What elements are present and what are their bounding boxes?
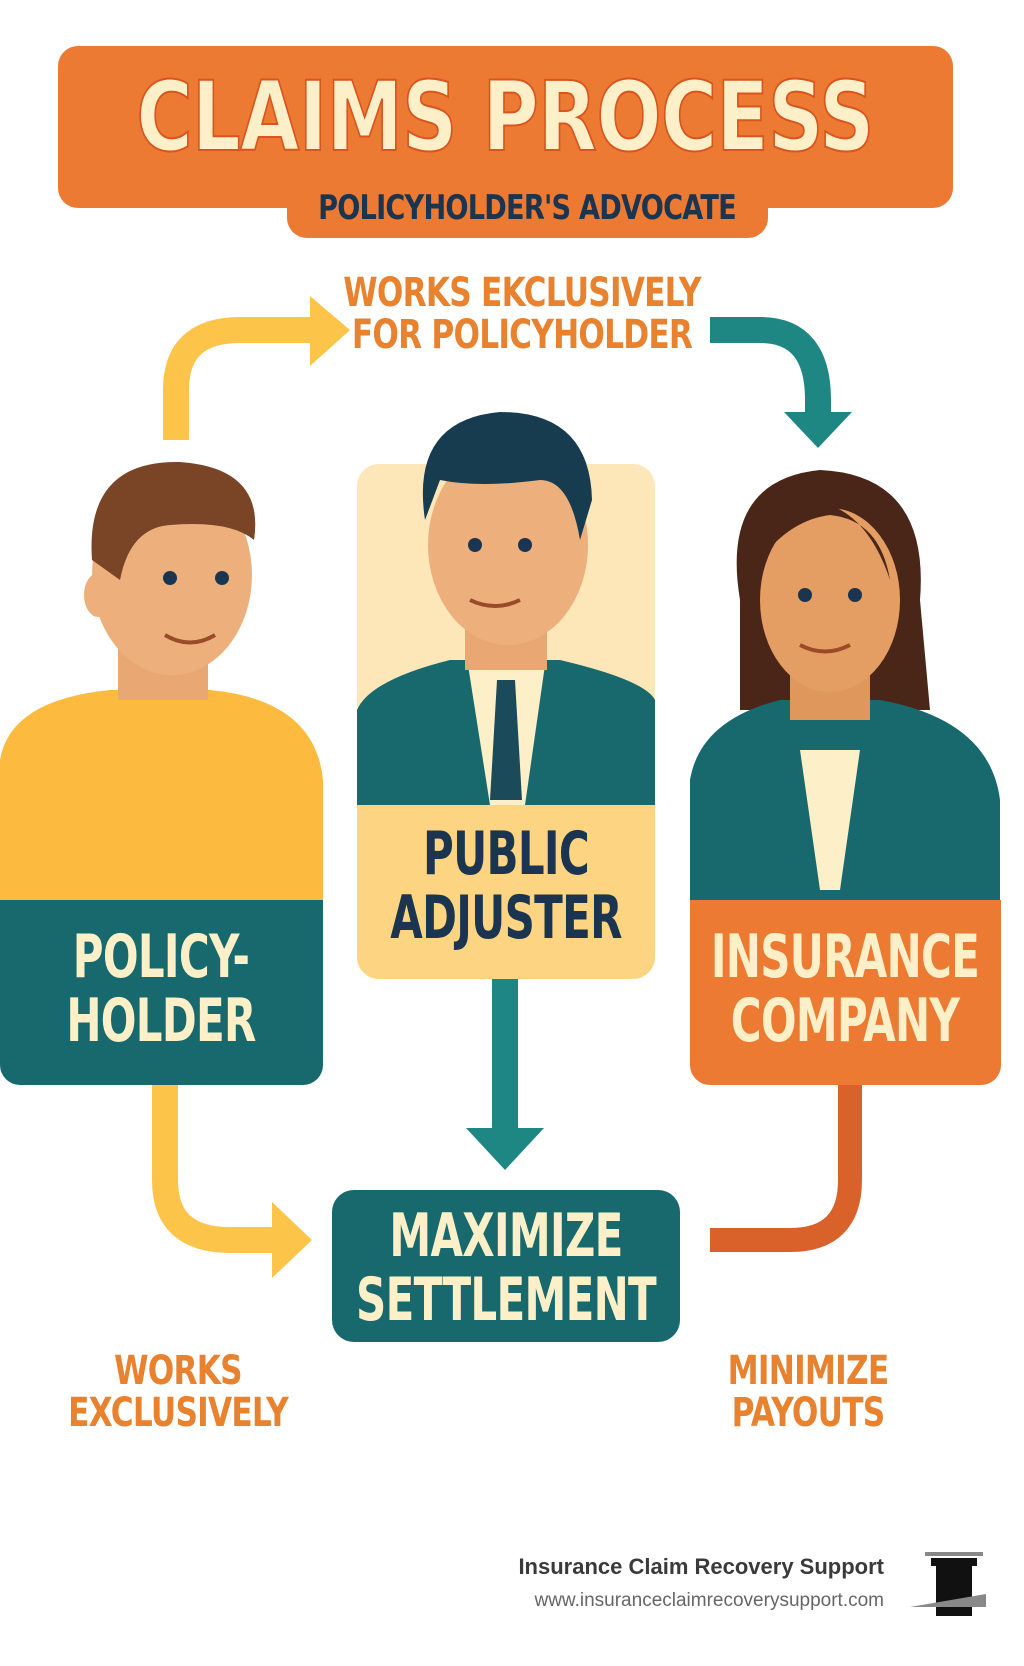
public-adjuster-illustration: [357, 412, 655, 979]
arrow-policyholder-to-adjuster: [163, 296, 350, 440]
subtitle-tab: [287, 150, 768, 238]
policyholder-label-box: [0, 900, 323, 1085]
arrow-adjuster-to-settlement: [466, 978, 544, 1170]
label-line: HOLDER: [66, 986, 256, 1056]
label-line: POLICY-: [72, 922, 250, 992]
page-subtitle: POLICYHOLDER'S ADVOCATE: [318, 188, 737, 228]
note-minimize-payouts: MINIMIZE PAYOUTS: [691, 1350, 925, 1434]
note-works-exclusively: WORKS EXCLUSIVELY: [61, 1350, 295, 1434]
label-line: PUBLIC: [423, 819, 590, 889]
note-line: PAYOUTS: [731, 1390, 886, 1436]
maximize-settlement-box: [332, 1190, 680, 1342]
insurance-agent-illustration: [690, 470, 1000, 905]
note-line: MINIMIZE: [727, 1348, 890, 1394]
label-line: ADJUSTER: [390, 883, 622, 953]
footer-brand: Insurance Claim Recovery Support: [518, 1554, 884, 1579]
label-line: COMPANY: [730, 986, 960, 1056]
label-line: INSURANCE: [710, 922, 980, 992]
insurance-company-label: INSURANCE COMPANY: [670, 925, 1020, 1053]
note-line: FOR POLICYHOLDER: [351, 312, 693, 358]
column-pillar-icon: [910, 1552, 986, 1616]
footer-url[interactable]: www.insuranceclaimrecoverysupport.com: [534, 1590, 884, 1611]
arrow-policyholder-to-settlement: [152, 1085, 312, 1278]
page-title: CLAIMS PROCESS: [136, 61, 876, 173]
insurance-company-label-box: [690, 900, 1001, 1085]
note-works-exclusively-for-policyholder: WORKS EKCLUSIVELY FOR POLICYHOLDER: [272, 272, 771, 356]
public-adjuster-label: PUBLIC ADJUSTER: [331, 822, 681, 950]
note-line: EXCLUSIVELY: [68, 1390, 289, 1436]
note-line: WORKS: [114, 1348, 242, 1394]
maximize-settlement-label: MAXIMIZE SETTLEMENT: [331, 1204, 681, 1332]
label-line: SETTLEMENT: [356, 1265, 657, 1335]
arrow-adjuster-to-insurer: [710, 317, 852, 448]
policyholder-illustration: [0, 461, 323, 905]
policyholder-label: POLICY- HOLDER: [0, 925, 336, 1053]
connector-insurer-to-settlement: [710, 1085, 862, 1252]
label-line: MAXIMIZE: [389, 1201, 623, 1271]
note-line: WORKS EKCLUSIVELY: [343, 270, 701, 316]
